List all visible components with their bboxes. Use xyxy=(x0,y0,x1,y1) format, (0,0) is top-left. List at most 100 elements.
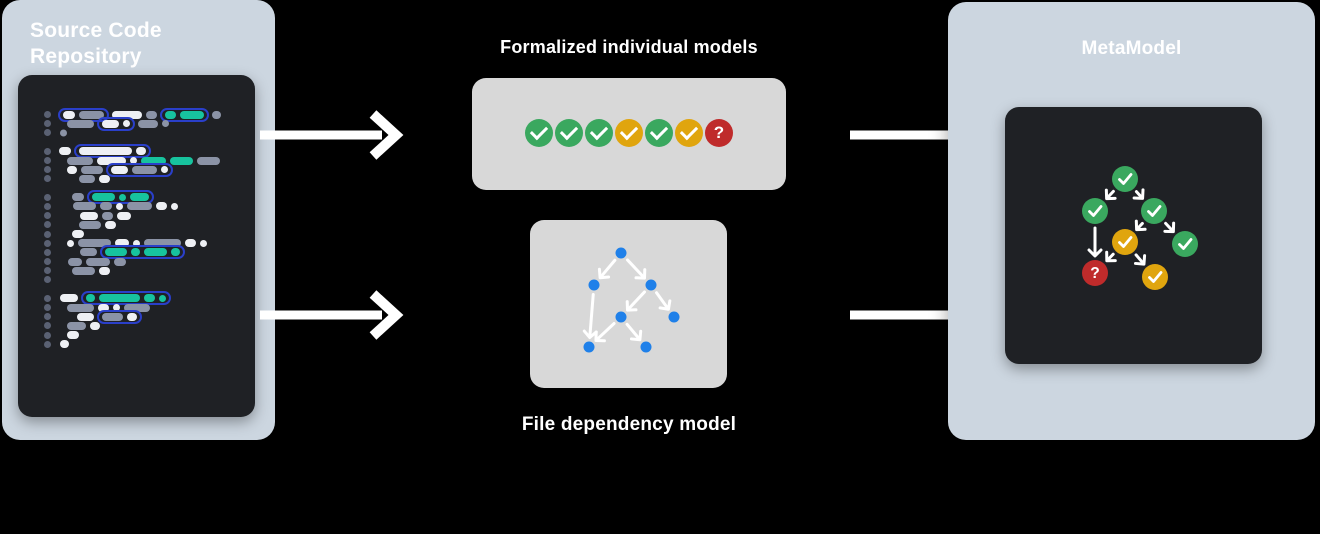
code-token xyxy=(86,294,95,303)
code-line xyxy=(18,291,255,306)
code-lines xyxy=(18,107,255,349)
formalized-models-box: ? xyxy=(472,78,786,190)
code-token xyxy=(67,321,86,330)
code-token xyxy=(90,321,100,330)
code-token xyxy=(78,239,111,248)
code-token xyxy=(79,147,132,156)
code-token xyxy=(144,294,155,303)
code-token xyxy=(99,294,140,303)
code-line xyxy=(18,303,255,312)
code-line xyxy=(18,128,255,137)
code-token xyxy=(165,110,176,119)
check-node-icon xyxy=(1172,231,1198,257)
code-token xyxy=(105,248,127,257)
line-number-dot xyxy=(44,276,51,284)
code-line xyxy=(18,202,255,211)
line-number-dot xyxy=(44,230,51,238)
line-number-dot xyxy=(44,157,51,165)
file-node-dot xyxy=(615,247,627,259)
code-token xyxy=(102,211,113,220)
code-line xyxy=(18,220,255,229)
code-line xyxy=(18,309,255,324)
code-token xyxy=(136,147,146,156)
code-line xyxy=(18,331,255,340)
code-token xyxy=(80,211,98,220)
code-line xyxy=(18,144,255,159)
code-token xyxy=(97,156,126,165)
metamodel-graph: ? xyxy=(1082,166,1198,290)
model-status-row: ? xyxy=(472,119,786,147)
code-token-group xyxy=(106,162,173,177)
svg-text:?: ? xyxy=(1090,265,1100,282)
check-node-icon xyxy=(1112,229,1138,255)
line-number-dot xyxy=(44,331,51,339)
file-node-dot xyxy=(615,311,627,323)
line-number-dot xyxy=(44,322,51,330)
code-token xyxy=(141,156,166,165)
code-token-dot xyxy=(123,120,130,128)
code-token xyxy=(63,110,75,119)
code-token xyxy=(59,147,71,156)
code-line xyxy=(18,156,255,165)
code-token xyxy=(111,165,128,174)
code-line xyxy=(18,211,255,220)
code-token xyxy=(124,303,150,312)
code-token-group xyxy=(97,116,135,131)
code-line xyxy=(18,266,255,275)
code-token xyxy=(100,202,112,211)
code-token xyxy=(185,239,196,248)
file-dependency-graph xyxy=(582,247,680,353)
file-node-dot xyxy=(583,341,595,353)
code-line xyxy=(18,174,255,183)
code-line xyxy=(18,190,255,205)
code-token xyxy=(68,257,82,266)
code-token xyxy=(146,110,157,119)
line-number-dot xyxy=(44,304,51,312)
code-token-dot xyxy=(130,157,137,165)
line-number-dot xyxy=(44,147,51,155)
file-node-dot xyxy=(640,341,652,353)
code-line xyxy=(18,229,255,239)
code-token-dot xyxy=(113,304,120,312)
code-token xyxy=(60,294,78,303)
code-token xyxy=(144,248,167,257)
line-number-dot xyxy=(44,166,51,174)
line-number-dot xyxy=(44,193,51,201)
flow-arrow-source-to-dependency-icon xyxy=(260,290,404,340)
line-number-dot xyxy=(44,111,51,119)
code-line xyxy=(18,245,255,260)
code-token xyxy=(79,220,101,229)
code-token xyxy=(115,239,129,248)
code-token xyxy=(67,331,79,340)
code-token xyxy=(102,312,123,321)
code-token xyxy=(92,193,115,202)
code-token-group xyxy=(160,107,209,122)
code-token xyxy=(130,193,149,202)
line-number-dot xyxy=(44,239,51,247)
code-line xyxy=(18,107,255,122)
file-node-dot xyxy=(645,279,657,291)
question-icon: ? xyxy=(705,119,733,147)
check-node-icon xyxy=(1082,198,1108,224)
code-token xyxy=(170,156,193,165)
line-number-dot xyxy=(44,340,51,348)
code-token-dot xyxy=(200,239,207,247)
code-token xyxy=(138,119,158,128)
check-mark xyxy=(649,121,669,141)
metamodel-panel: MetaModel ? xyxy=(948,2,1315,440)
code-token-dot xyxy=(159,294,166,302)
check-icon xyxy=(585,119,613,147)
code-token-dot xyxy=(67,239,74,247)
line-number-dot xyxy=(44,175,51,183)
dependency-model-box xyxy=(530,220,727,388)
code-token xyxy=(171,248,180,257)
code-line xyxy=(18,116,255,131)
question-node-icon xyxy=(1082,260,1108,286)
code-line xyxy=(18,321,255,330)
code-token-group xyxy=(100,245,185,260)
metamodel-title: MetaModel xyxy=(1081,38,1182,59)
code-token-dot xyxy=(60,129,67,137)
check-icon xyxy=(555,119,583,147)
code-token xyxy=(72,193,84,202)
